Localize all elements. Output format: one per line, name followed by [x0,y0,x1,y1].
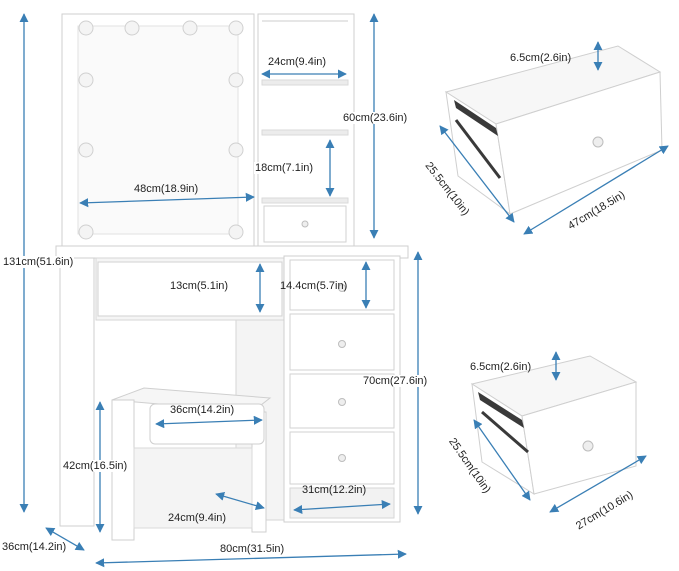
side-shelf-unit [257,13,355,247]
label-bottom-shelf: 31cm(12.2in) [302,484,367,496]
vanity-mirror [61,13,255,247]
dim-bottom-shelf [293,499,391,515]
label-desk-height: 70cm(27.6in) [362,375,429,387]
dim-stool-width [155,415,263,429]
label-drawer-large-height: 6.5cm(2.6in) [510,52,572,64]
bulb-icon [78,72,94,88]
knob-icon [338,454,346,462]
dim-table-width [95,549,407,568]
bulb-icon [182,20,198,36]
label-upper-height: 60cm(23.6in) [342,112,409,124]
label-mirror-width: 48cm(18.9in) [134,183,199,195]
knob-icon [338,398,346,406]
knob-icon [338,284,346,292]
label-drawer-small-height: 6.5cm(2.6in) [470,361,532,373]
label-table-width: 80cm(31.5in) [220,543,285,555]
dim-drawer-small-width [549,455,647,513]
bulb-icon [78,224,94,240]
knob-icon [301,220,309,228]
label-shelf-gap: 18cm(7.1in) [254,162,315,174]
bulb-icon [78,142,94,158]
bulb-icons [78,20,244,240]
knob-icon [582,440,594,452]
label-stool-height: 42cm(16.5in) [62,460,129,472]
bulb-icon [124,20,140,36]
knob-icon [338,340,346,348]
bulb-icon [228,20,244,36]
dim-table-depth [45,527,85,551]
label-stool-width: 36cm(14.2in) [170,404,235,416]
dim-drawer-small-depth [473,419,531,501]
bulb-icon [228,142,244,158]
desk [55,245,409,527]
knob-icon [592,136,604,148]
stool [111,387,272,541]
label-side-drawer: 14.4cm(5.7in) [280,280,348,292]
bulb-icon [228,224,244,240]
dim-stool-depth [215,491,265,511]
label-stool-depth: 24cm(9.4in) [168,512,227,524]
dim-drawer-large-width [523,145,669,235]
bulb-icon [78,20,94,36]
label-table-depth: 36cm(14.2in) [2,541,67,553]
label-total-height: 131cm(51.6in) [2,256,75,268]
drawer-large-illustration [444,45,663,216]
drawer-small-illustration [470,355,638,495]
dim-drawer-large-depth [439,125,515,223]
label-shelf-width: 24cm(9.4in) [268,56,327,68]
bulb-icon [228,72,244,88]
label-center-drawer: 13cm(5.1in) [170,280,229,292]
center-drawer [97,261,283,317]
dim-mirror-width [79,192,255,208]
